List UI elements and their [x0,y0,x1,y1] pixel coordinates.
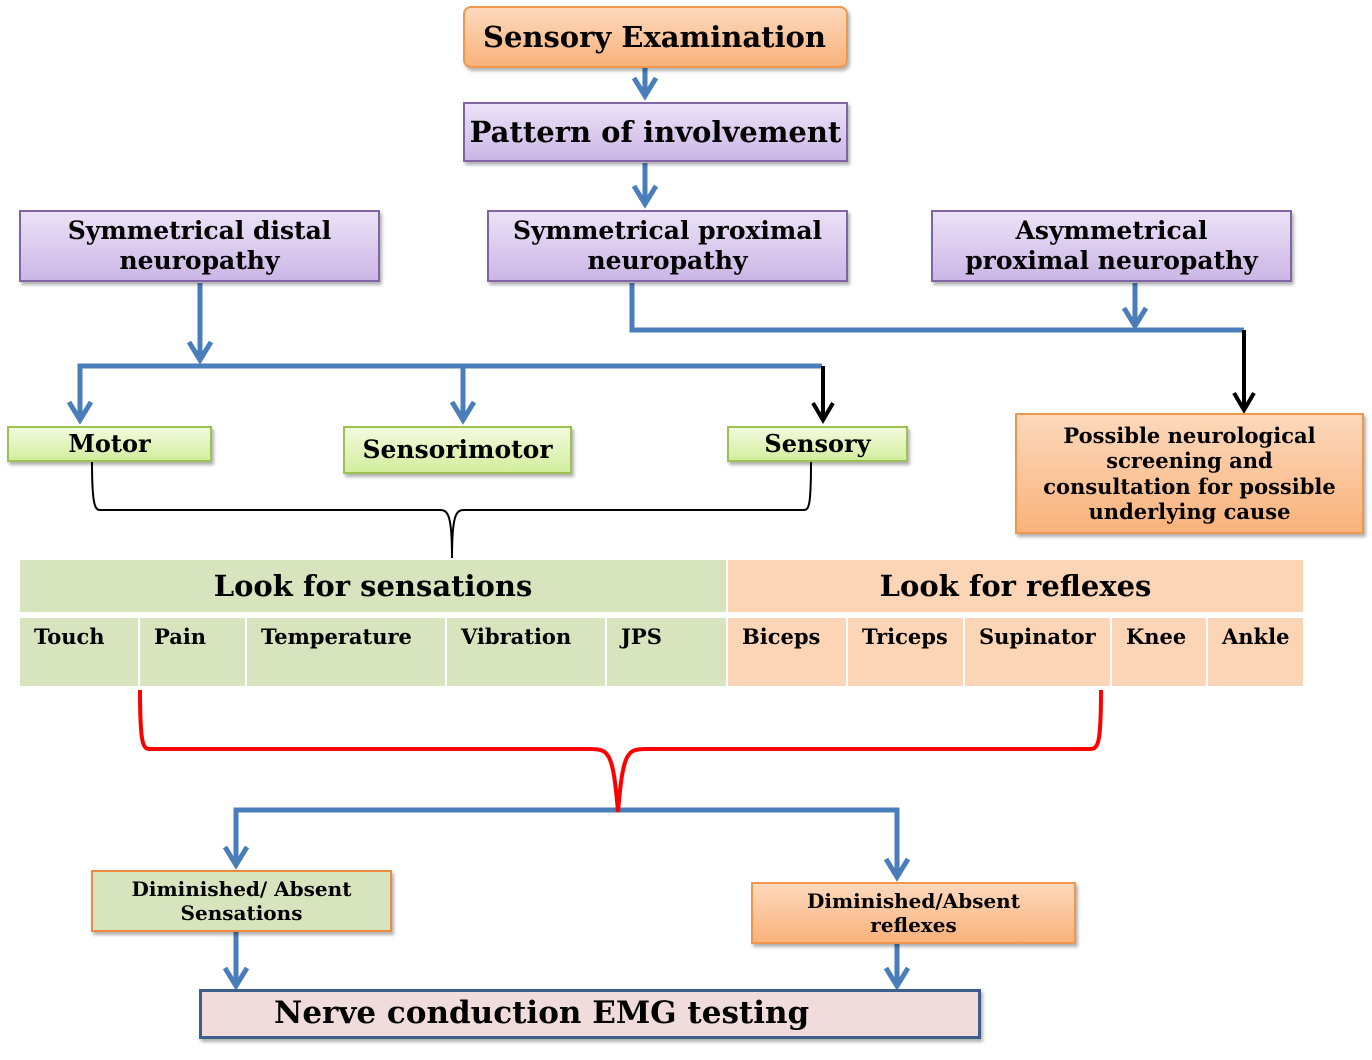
arrowhead-reflexes-to-emg [883,966,911,991]
sensation-temperature: Temperature [261,624,412,649]
symmetrical-proximal-box: Symmetrical proximal neuropathy [487,210,848,282]
arrowhead-reflexes-outcome [883,857,911,882]
sensation-jps: JPS [621,624,662,649]
motor-box: Motor [7,426,212,462]
sensory-box: Sensory [727,426,908,462]
arrowhead-sensations-to-emg [222,966,250,991]
nerve-conduction-emg-box: Nerve conduction EMG testing [199,989,981,1039]
reflex-supinator: Supinator [979,624,1096,649]
connector-outcome-branch [233,807,900,877]
sensorimotor-box: Sensorimotor [343,426,572,474]
sensory-examination-box: Sensory Examination [463,6,848,68]
sensation-vibration: Vibration [461,624,572,649]
symmetrical-distal-label: Symmetrical distal neuropathy [67,216,332,275]
diminished-reflexes-box: Diminished/Absent reflexes [751,882,1076,944]
asymmetrical-proximal-box: Asymmetrical proximal neuropathy [931,210,1292,282]
sensorimotor-label: Sensorimotor [362,435,553,464]
reflex-biceps: Biceps [742,624,821,649]
sensation-cell: Pain [140,618,245,686]
reflexes-header: Look for reflexes [728,560,1303,612]
sensation-cell: Temperature [247,618,445,686]
arrowhead-sensorimotor [449,400,477,425]
sensation-cell: JPS [607,618,726,686]
connector-distal-branch [77,363,822,420]
diminished-sensations-label: Diminished/ Absent Sensations [131,877,352,925]
pattern-of-involvement-label: Pattern of involvement [469,114,842,149]
arrowhead-pattern-to-proximal [631,184,659,209]
brace-types-to-tables [91,461,812,559]
arrowhead-asym-down [1121,306,1149,331]
reflex-cell: Biceps [728,618,846,686]
neurological-screening-label: Possible neurological screening and cons… [1043,423,1336,524]
diminished-reflexes-label: Diminished/Absent reflexes [807,889,1020,937]
reflex-cell: Supinator [965,618,1110,686]
reflex-knee: Knee [1126,624,1187,649]
diminished-sensations-box: Diminished/ Absent Sensations [91,870,392,932]
sensations-header-label: Look for sensations [213,569,533,603]
sensation-touch: Touch [34,624,105,649]
asymmetrical-proximal-label: Asymmetrical proximal neuropathy [965,216,1258,275]
pattern-of-involvement-box: Pattern of involvement [463,102,848,162]
symmetrical-distal-box: Symmetrical distal neuropathy [19,210,380,282]
sensation-cell: Vibration [447,618,605,686]
sensation-cell: Touch [20,618,138,686]
sensory-examination-label: Sensory Examination [483,19,826,54]
reflex-cell: Triceps [848,618,963,686]
connector-proximal-branch [629,283,1244,333]
arrowhead-motor [66,400,94,425]
arrowhead-sensations-outcome [222,845,250,870]
arrowhead-sensory-black [811,401,835,424]
sensation-pain: Pain [154,624,207,649]
sensations-header: Look for sensations [20,560,726,612]
brace-tables-to-outcomes [138,689,1103,813]
reflex-ankle: Ankle [1222,624,1290,649]
reflex-cell: Knee [1112,618,1206,686]
arrowhead-neuro-black [1232,391,1256,414]
sensory-label: Sensory [764,428,871,458]
nerve-conduction-emg-label: Nerve conduction EMG testing [274,995,810,1032]
arrowhead-distal-down [186,340,214,365]
motor-label: Motor [68,428,151,458]
symmetrical-proximal-label: Symmetrical proximal neuropathy [512,216,823,275]
reflex-triceps: Triceps [862,624,948,649]
reflex-cell: Ankle [1208,618,1303,686]
reflexes-header-label: Look for reflexes [879,569,1152,603]
neurological-screening-box: Possible neurological screening and cons… [1015,413,1364,534]
arrowhead-exam-to-pattern [631,76,659,101]
